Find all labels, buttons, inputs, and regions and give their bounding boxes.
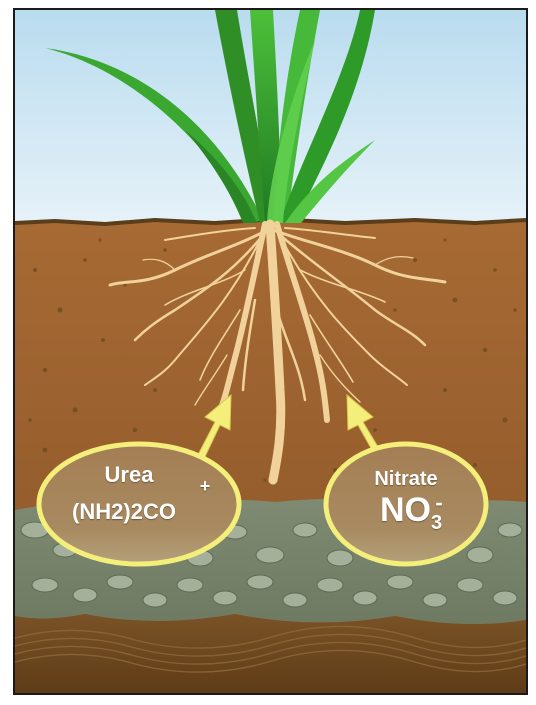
- nitrate-charge-label: -: [429, 490, 449, 516]
- urea-formula-label: (NH2)2CO: [49, 499, 199, 525]
- illustration-frame: Urea (NH2)2CO + Nitrate NO3 -: [13, 8, 528, 695]
- soil-cross-section: [15, 10, 526, 693]
- urea-name-label: Urea: [79, 462, 179, 488]
- urea-charge-label: +: [195, 476, 215, 497]
- nitrate-formula-main: NO: [380, 491, 431, 529]
- nitrate-name-label: Nitrate: [356, 468, 456, 491]
